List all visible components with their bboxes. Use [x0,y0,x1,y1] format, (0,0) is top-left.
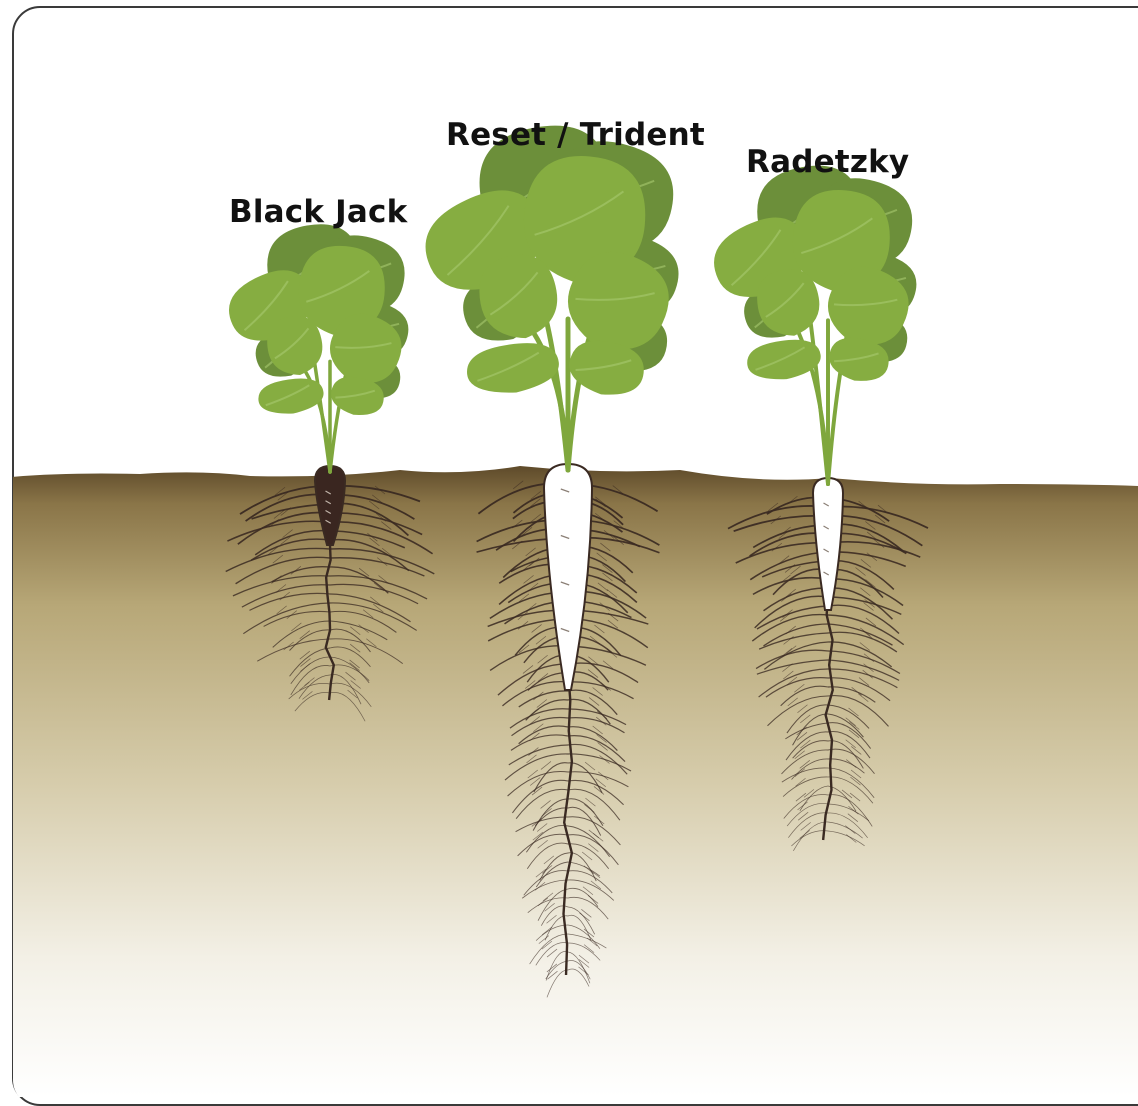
leaf-front [464,338,562,399]
label-radetzky: Radetzky [746,144,909,180]
leaf-front [745,336,824,385]
stems [299,361,350,472]
stem [299,361,330,472]
label-black-jack: Black Jack [229,194,407,230]
foliage [219,217,416,420]
foliage [411,116,688,402]
foliage [703,158,925,387]
leaf-front [256,375,326,418]
label-reset-trident: Reset / Trident [446,117,705,153]
stems [524,319,596,470]
